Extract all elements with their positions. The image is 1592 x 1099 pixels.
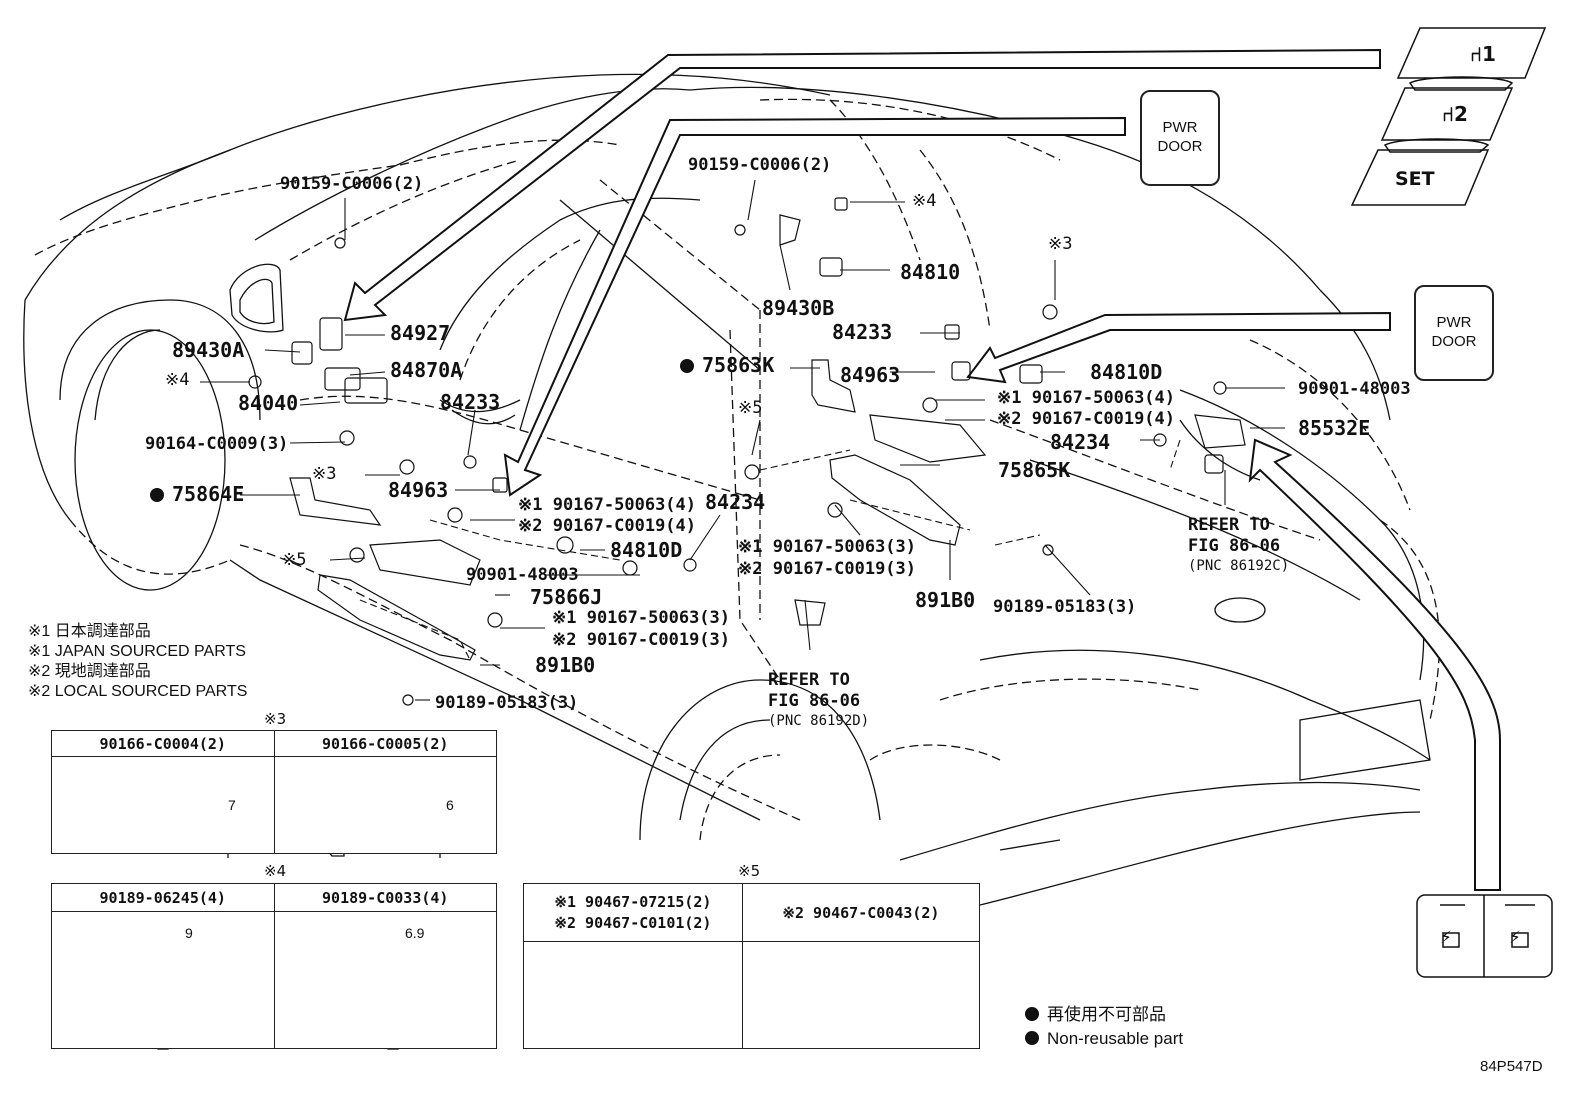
callout-891b0-right: 891B0 bbox=[915, 588, 976, 612]
callout-90901-48003-left: 90901-48003 bbox=[466, 565, 579, 585]
legend-line: ※2 現地調達部品 bbox=[28, 663, 151, 680]
callout-90901-48003-right: 90901-48003 bbox=[1298, 379, 1411, 399]
callout-90167-c0019-4-right: ※2 90167-C0019(4) bbox=[997, 409, 1176, 429]
callout-84810d-left: 84810D bbox=[610, 538, 683, 562]
callout-note4-left: ※4 bbox=[165, 370, 190, 390]
clip-drawing-cell bbox=[273, 911, 497, 1049]
screw-drawing-cell bbox=[51, 756, 275, 854]
legend-line: ※2 LOCAL SOURCED PARTS bbox=[28, 683, 248, 700]
callout-84234-left: 84234 bbox=[705, 490, 766, 514]
callout-89430a: 89430A bbox=[172, 338, 245, 362]
table-header: 90166-C0004(2) bbox=[51, 730, 275, 757]
callout-90167-50063-4-right: ※1 90167-50063(4) bbox=[997, 388, 1176, 408]
non-reusable-bullet bbox=[1025, 1007, 1039, 1021]
fastener-table-note5: ※1 90467-07215(2) ※2 90467-C0101(2) ※2 9… bbox=[523, 883, 981, 1049]
callout-891b0-left: 891B0 bbox=[535, 653, 596, 677]
dimension-label: 6.9 bbox=[405, 925, 425, 941]
pwr-label: PWR bbox=[1436, 314, 1472, 332]
legend-line: ※1 日本調達部品 bbox=[28, 623, 151, 640]
nonreusable-legend: 再使用不可部品 Non-reusable part bbox=[1025, 1004, 1183, 1050]
callout-note3-right: ※3 bbox=[1048, 234, 1073, 254]
callout-84810d-right: 84810D bbox=[1090, 360, 1163, 384]
non-reusable-bullet bbox=[680, 359, 694, 373]
callout-84870a: 84870A bbox=[390, 358, 463, 382]
callout-75866j: 75866J bbox=[530, 585, 603, 609]
callout-89430b: 89430B bbox=[762, 296, 835, 320]
callout-90164-c0009: 90164-C0009(3) bbox=[145, 434, 289, 454]
table-note3-mark: ※3 bbox=[264, 710, 287, 728]
callout-84233-left: 84233 bbox=[440, 390, 501, 414]
table-header: ※2 90467-C0043(2) bbox=[741, 883, 981, 942]
callout-90167-c0019-3-mid: ※2 90167-C0019(3) bbox=[738, 559, 917, 579]
callout-90167-50063-3-mid: ※1 90167-50063(3) bbox=[738, 537, 917, 557]
callout-85532e: 85532E bbox=[1298, 416, 1371, 440]
callout-90159-c0006-right: 90159-C0006(2) bbox=[688, 155, 832, 175]
power-slide-right-icon: ⚡ bbox=[1509, 928, 1521, 948]
fastener-table-note4: 90189-06245(4) 90189-C0033(4) bbox=[51, 883, 497, 1049]
power-slide-left-icon: ⚡ bbox=[1440, 928, 1452, 948]
callout-note4-right: ※4 bbox=[912, 191, 937, 211]
callout-90167-50063-4-left: ※1 90167-50063(4) bbox=[518, 495, 697, 515]
door-label: DOOR bbox=[1431, 333, 1477, 350]
screw-drawing-cell bbox=[273, 756, 497, 854]
callout-90167-c0019-3-left: ※2 90167-C0019(3) bbox=[552, 630, 731, 650]
seat-icon: ⑁ bbox=[1470, 42, 1482, 66]
callout-90189-05183-right: 90189-05183(3) bbox=[993, 597, 1137, 617]
callout-90159-c0006-left: 90159-C0006(2) bbox=[280, 174, 424, 194]
set-button-label: SET bbox=[1395, 168, 1435, 190]
figure-code: 84P547D bbox=[1480, 1058, 1543, 1075]
door-label: DOOR bbox=[1157, 138, 1203, 155]
rivet-drawing-cell bbox=[523, 941, 743, 1049]
callout-note5-right: ※5 bbox=[738, 398, 763, 418]
seat-icon: ⑁ bbox=[1442, 102, 1454, 126]
callout-84233-right: 84233 bbox=[832, 320, 893, 344]
callout-75864e: 75864E bbox=[150, 484, 244, 504]
callout-84927: 84927 bbox=[390, 321, 451, 345]
callout-84963-left: 84963 bbox=[388, 478, 449, 502]
sourcing-legend: ※1 日本調達部品 ※1 JAPAN SOURCED PARTS ※2 現地調達… bbox=[28, 622, 247, 702]
refer-to-fig-rear: REFER TO FIG 86-06 (PNC 86192C) bbox=[1188, 515, 1290, 574]
legend-line: ※1 JAPAN SOURCED PARTS bbox=[28, 643, 246, 660]
refer-to-fig-mid: REFER TO FIG 86-06 (PNC 86192D) bbox=[768, 670, 870, 729]
pwr-door-switch-front: PWR DOOR bbox=[1140, 90, 1220, 186]
table-note4-mark: ※4 bbox=[264, 862, 287, 880]
table-header: 90166-C0005(2) bbox=[273, 730, 497, 757]
callout-84040: 84040 bbox=[238, 391, 299, 415]
seat-memory-2-label: ⑁2 bbox=[1442, 102, 1468, 126]
callout-84810: 84810 bbox=[900, 260, 961, 284]
pwr-label: PWR bbox=[1162, 119, 1198, 137]
table-header: ※1 90467-07215(2) ※2 90467-C0101(2) bbox=[523, 883, 743, 942]
seat-memory-1-label: ⑁1 bbox=[1470, 42, 1496, 66]
callout-75863k: 75863K bbox=[680, 355, 774, 375]
callout-84963-right: 84963 bbox=[840, 363, 901, 387]
dimension-label: 9 bbox=[185, 925, 193, 941]
callout-note5-left: ※5 bbox=[282, 550, 307, 570]
callout-90189-05183-left: 90189-05183(3) bbox=[435, 693, 579, 713]
callout-75865k: 75865K bbox=[998, 458, 1071, 482]
clip-drawing-cell bbox=[51, 911, 275, 1049]
callout-note3-left: ※3 bbox=[312, 464, 337, 484]
dimension-label: 6 bbox=[446, 797, 454, 813]
fastener-table-note3: 90166-C0004(2) 90166-C0005(2) bbox=[51, 730, 497, 854]
table-header: 90189-C0033(4) bbox=[273, 883, 497, 912]
non-reusable-bullet bbox=[150, 488, 164, 502]
table-header: 90189-06245(4) bbox=[51, 883, 275, 912]
callout-90167-c0019-4-left: ※2 90167-C0019(4) bbox=[518, 516, 697, 536]
callout-90167-50063-3-left: ※1 90167-50063(3) bbox=[552, 608, 731, 628]
non-reusable-bullet bbox=[1025, 1031, 1039, 1046]
rivet-drawing-cell bbox=[741, 941, 981, 1049]
pwr-door-switch-rear: PWR DOOR bbox=[1414, 285, 1494, 381]
dimension-label: 7 bbox=[228, 797, 236, 813]
table-note5-mark: ※5 bbox=[738, 862, 761, 880]
callout-84234-right: 84234 bbox=[1050, 430, 1111, 454]
